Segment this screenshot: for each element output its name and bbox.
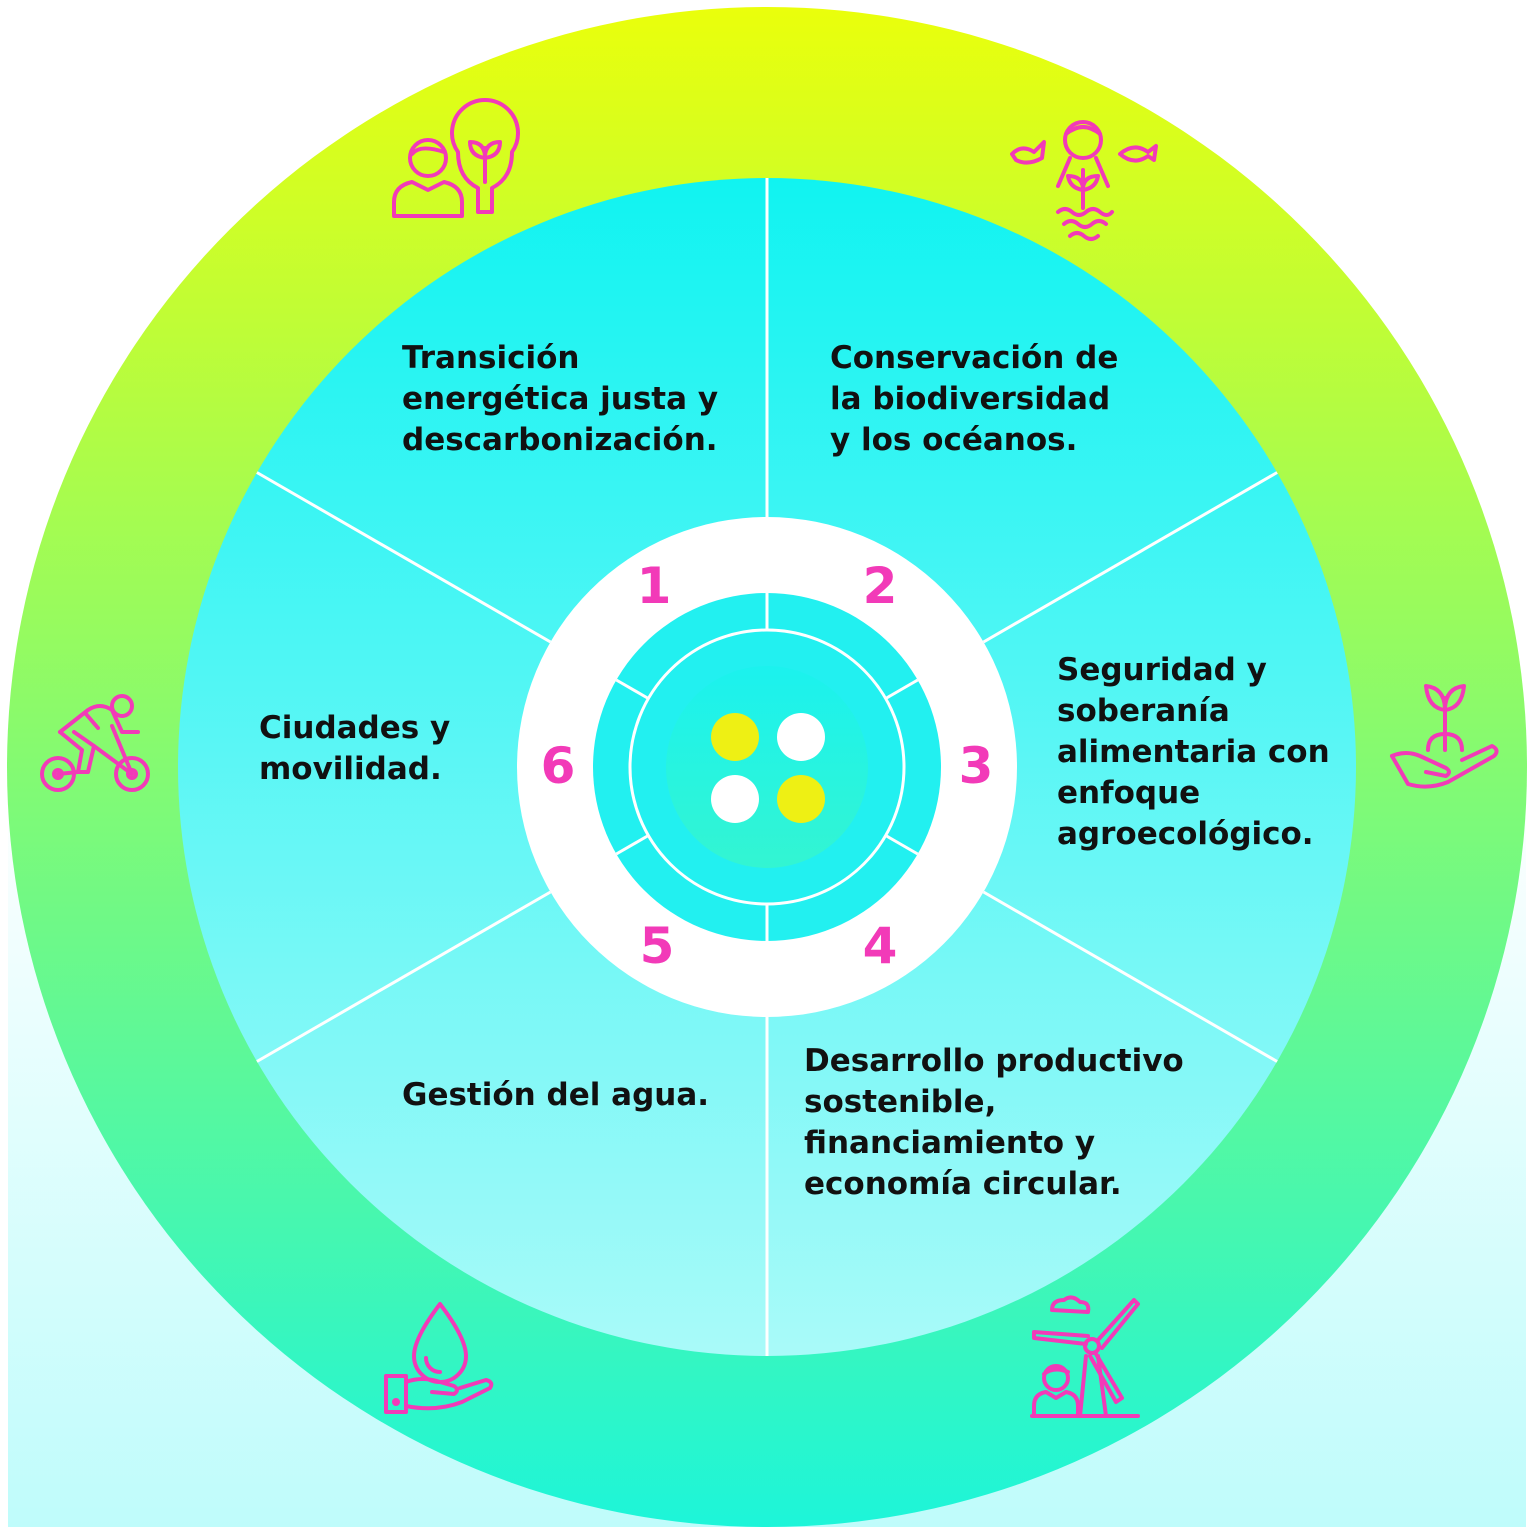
hand-water-drop-icon [382,1300,496,1416]
center-dot-white [777,713,825,761]
sector-divider [982,890,1278,1063]
cyclist-icon [38,692,154,796]
sector-number-4: 4 [862,917,898,975]
center-dot-yellow [777,775,825,823]
sector-label-5: Gestión del agua. [402,1077,710,1113]
center-dot-white [711,775,759,823]
center-dividers [615,593,919,941]
sector-label-1: Transición energética justa y descarboni… [402,340,719,458]
person-bird-fish-water-icon [1008,112,1158,241]
sector-number-6: 6 [540,737,576,795]
sector-divider [256,471,552,644]
sector-divider [982,471,1278,644]
center-divider [884,834,919,856]
center-hub [666,666,868,868]
hand-sprout-icon [1388,680,1502,796]
wind-turbine-worker-icon [1030,1294,1140,1420]
center-divider [615,834,650,856]
center-dot-yellow [711,713,759,761]
sector-number-2: 2 [862,557,898,615]
sector-divider [256,890,552,1063]
sector-label-2: Conservación de la biodiversidad y los o… [830,340,1119,458]
sector-number-5: 5 [639,917,675,975]
sector-label-6: Ciudades y movilidad. [259,710,451,787]
sector-label-3: Seguridad y soberanía alimentaria con en… [1057,652,1330,852]
person-lightbulb-plant-icon [390,98,520,220]
center-divider [884,678,919,700]
sector-number-1: 1 [636,557,672,615]
sector-number-3: 3 [958,737,994,795]
center-divider [615,678,650,700]
center-inner-ring [628,628,906,906]
sector-dividers [256,178,1278,1356]
sector-label-4: Desarrollo productivo sostenible, financ… [804,1043,1184,1202]
